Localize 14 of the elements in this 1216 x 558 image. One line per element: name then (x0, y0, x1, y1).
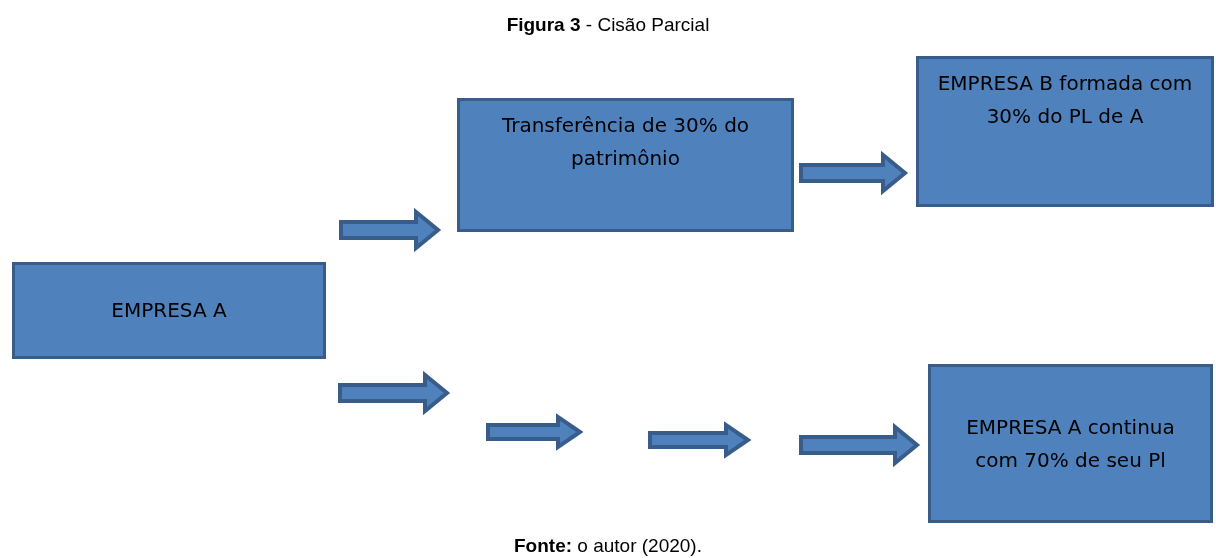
block-arrow (799, 422, 921, 468)
process-box (12, 262, 326, 359)
process-box (457, 98, 794, 232)
process-box (928, 364, 1213, 523)
block-arrow (338, 370, 451, 416)
figure-title: Figura 3 - Cisão Parcial (505, 14, 711, 36)
process-box (916, 56, 1214, 207)
box-label: EMPRESA B formada com 30% do PL de A (936, 70, 1194, 130)
block-arrow (799, 150, 909, 196)
box-label: EMPRESA A (111, 297, 227, 324)
block-arrow (339, 207, 442, 253)
figure-caption: Fonte: o autor (2020). (513, 535, 703, 557)
box-label: EMPRESA A continua com 70% de seu Pl (965, 413, 1176, 474)
box-label: Transferência de 30% do patrimônio (500, 112, 751, 172)
